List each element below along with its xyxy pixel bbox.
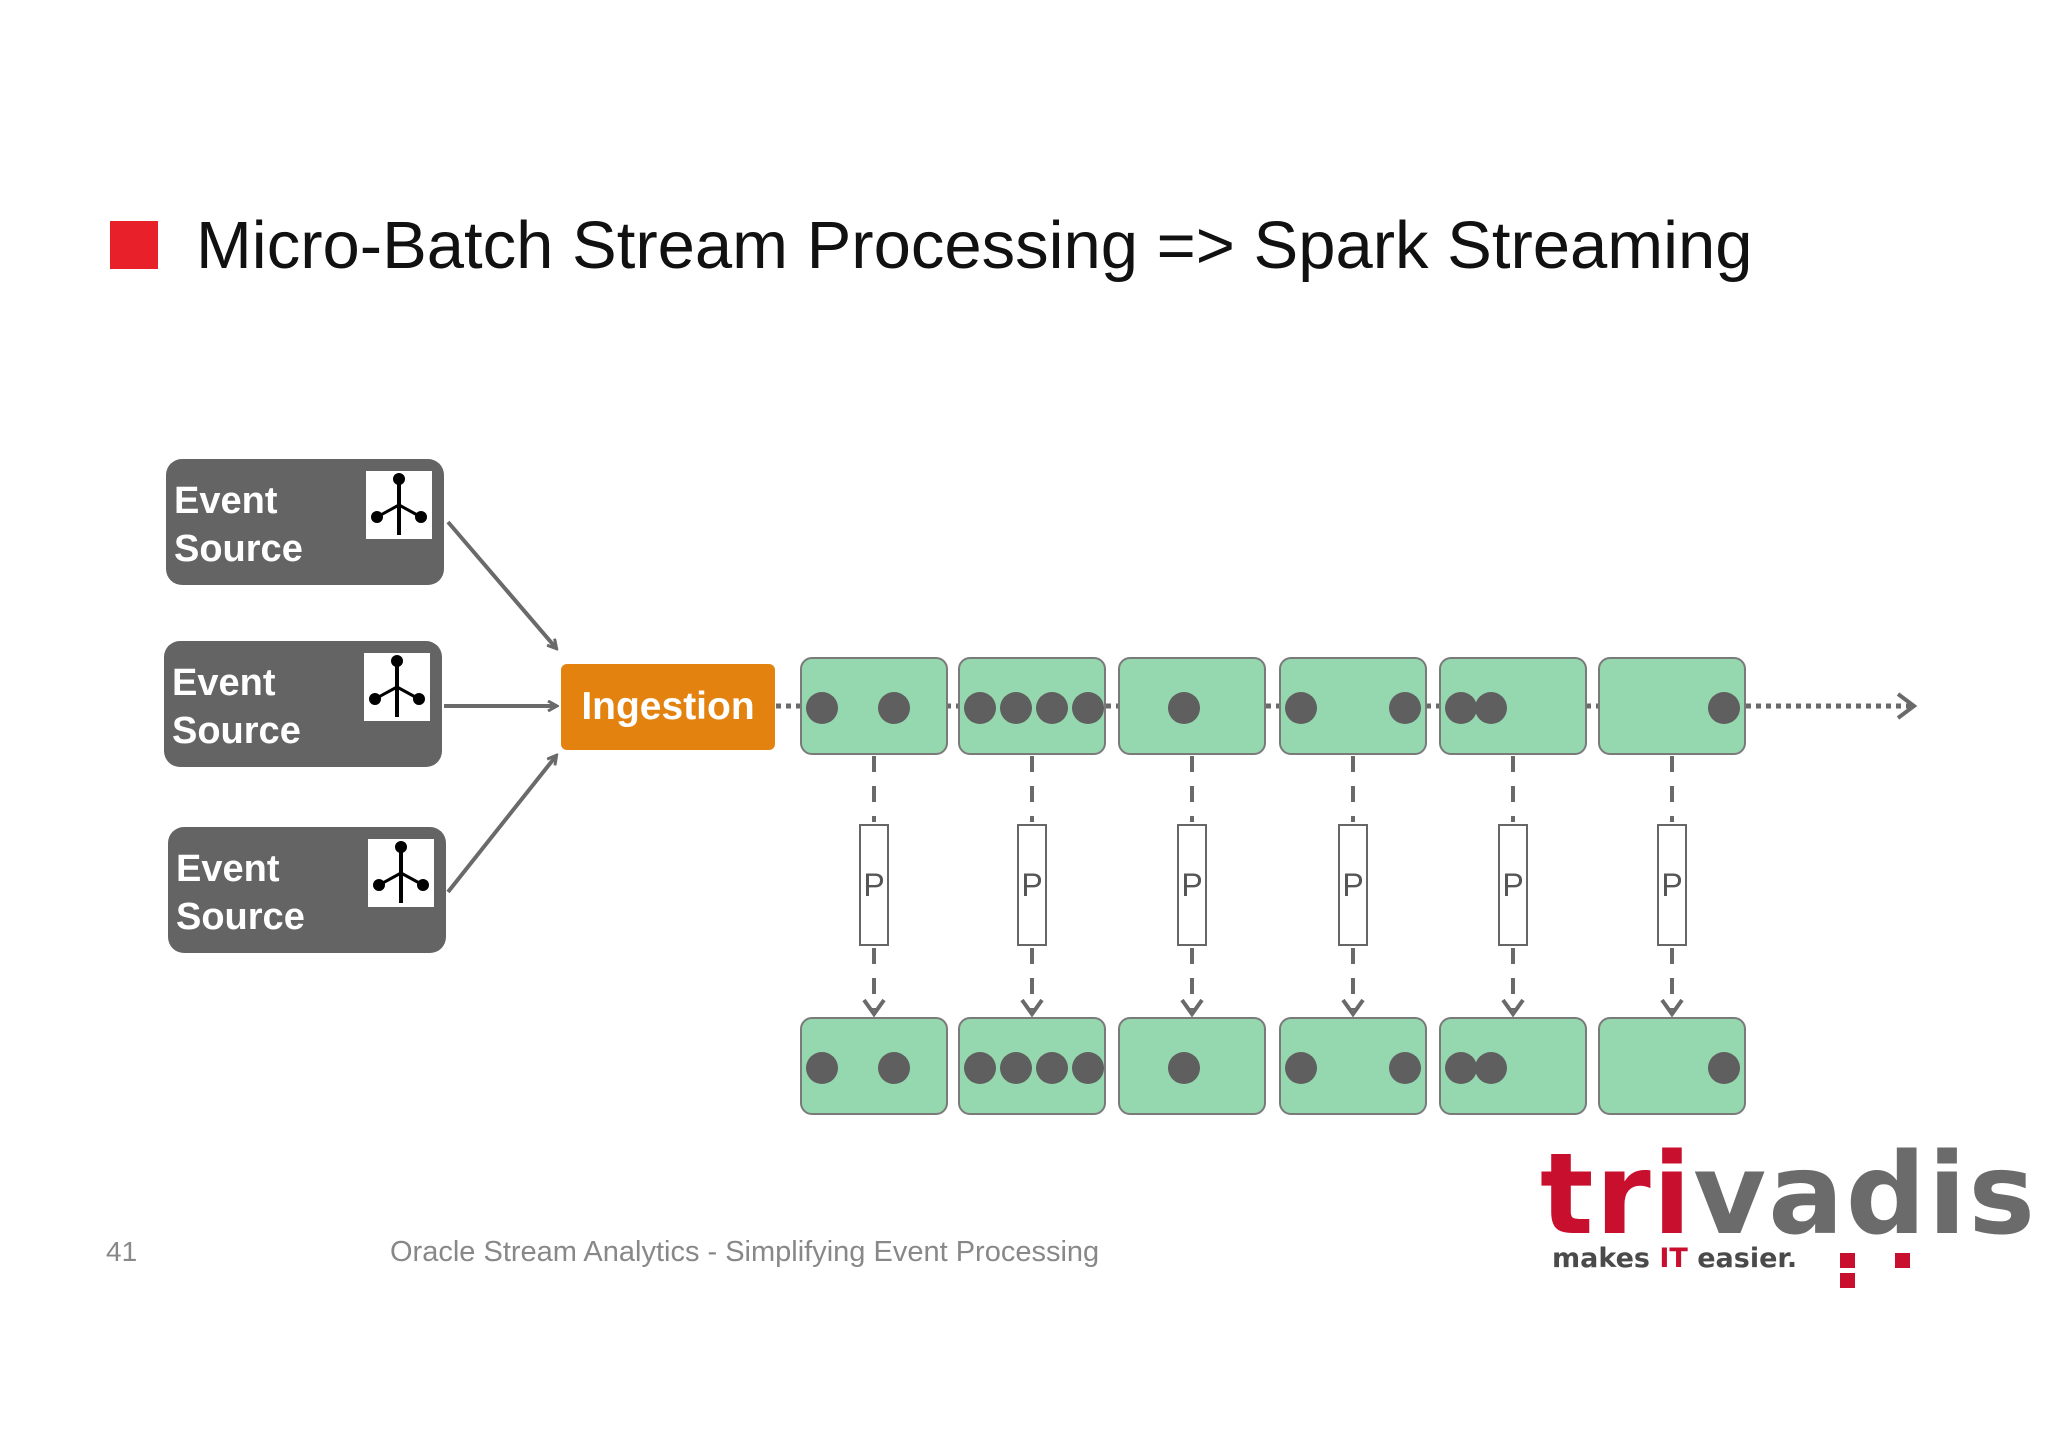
event-dot bbox=[1072, 1052, 1104, 1084]
event-dot bbox=[1168, 692, 1200, 724]
event-source-1: Event Source bbox=[166, 459, 444, 585]
title-bullet-square bbox=[110, 221, 158, 269]
event-source-label: Event Source bbox=[172, 662, 301, 752]
output-batch-4 bbox=[1279, 1017, 1427, 1115]
processor-box-6: P bbox=[1657, 824, 1687, 946]
event-dot bbox=[1475, 1052, 1507, 1084]
event-source-label: Event Source bbox=[174, 480, 303, 570]
trivadis-logo: trivadis makes IT easier. bbox=[1540, 1139, 2035, 1288]
event-dot bbox=[1072, 692, 1104, 724]
event-dot bbox=[1445, 692, 1477, 724]
title-text: Micro-Batch Stream Processing => Spark S… bbox=[196, 207, 1753, 283]
event-dot bbox=[1389, 692, 1421, 724]
output-arrowhead bbox=[1180, 998, 1204, 1018]
output-batch-3 bbox=[1118, 1017, 1266, 1115]
event-source-label: Event Source bbox=[176, 848, 305, 938]
logo-dots bbox=[1840, 1253, 1970, 1293]
input-batch-4 bbox=[1279, 657, 1427, 755]
source-arrow-3 bbox=[446, 756, 556, 894]
input-batch-1 bbox=[800, 657, 948, 755]
input-batch-6 bbox=[1598, 657, 1746, 755]
logo-tagline: makes IT easier. bbox=[1552, 1243, 1798, 1274]
event-dot bbox=[878, 692, 910, 724]
processor-box-2: P bbox=[1017, 824, 1047, 946]
topology-icon bbox=[366, 471, 432, 539]
event-dot bbox=[806, 692, 838, 724]
event-dot bbox=[1475, 692, 1507, 724]
stream-timeline-arrowhead bbox=[1896, 692, 1918, 720]
event-dot bbox=[878, 1052, 910, 1084]
event-dot bbox=[1389, 1052, 1421, 1084]
processor-box-5: P bbox=[1498, 824, 1528, 946]
footer-text: Oracle Stream Analytics - Simplifying Ev… bbox=[390, 1236, 1100, 1268]
processor-box-4: P bbox=[1338, 824, 1368, 946]
logo-wordmark: trivadis bbox=[1540, 1130, 2037, 1260]
input-batch-5 bbox=[1439, 657, 1587, 755]
topology-icon bbox=[368, 839, 434, 907]
input-batch-2 bbox=[958, 657, 1106, 755]
event-dot bbox=[806, 1052, 838, 1084]
topology-icon bbox=[364, 653, 430, 721]
event-dot bbox=[1036, 692, 1068, 724]
event-dot bbox=[1708, 692, 1740, 724]
event-dot bbox=[1168, 1052, 1200, 1084]
output-batch-6 bbox=[1598, 1017, 1746, 1115]
event-dot bbox=[1036, 1052, 1068, 1084]
output-arrowhead bbox=[1501, 998, 1525, 1018]
event-dot bbox=[1708, 1052, 1740, 1084]
output-batch-1 bbox=[800, 1017, 948, 1115]
input-batch-3 bbox=[1118, 657, 1266, 755]
event-dot bbox=[1445, 1052, 1477, 1084]
processor-box-1: P bbox=[859, 824, 889, 946]
event-dot bbox=[1000, 1052, 1032, 1084]
output-arrowhead bbox=[1660, 998, 1684, 1018]
output-batch-5 bbox=[1439, 1017, 1587, 1115]
output-arrowhead bbox=[862, 998, 886, 1018]
slide-title: Micro-Batch Stream Processing => Spark S… bbox=[110, 200, 1753, 290]
event-dot bbox=[1285, 692, 1317, 724]
ingestion-box: Ingestion bbox=[561, 664, 775, 750]
output-arrowhead bbox=[1341, 998, 1365, 1018]
processor-box-3: P bbox=[1177, 824, 1207, 946]
event-dot bbox=[964, 1052, 996, 1084]
event-source-2: Event Source bbox=[164, 641, 442, 767]
event-dot bbox=[964, 692, 996, 724]
source-arrow-1 bbox=[446, 520, 556, 648]
event-dot bbox=[1285, 1052, 1317, 1084]
output-batch-2 bbox=[958, 1017, 1106, 1115]
event-dot bbox=[1000, 692, 1032, 724]
page-number: 41 bbox=[106, 1236, 138, 1267]
batch-connectors bbox=[862, 756, 1684, 1018]
output-arrowhead bbox=[1020, 998, 1044, 1018]
event-source-3: Event Source bbox=[168, 827, 446, 953]
